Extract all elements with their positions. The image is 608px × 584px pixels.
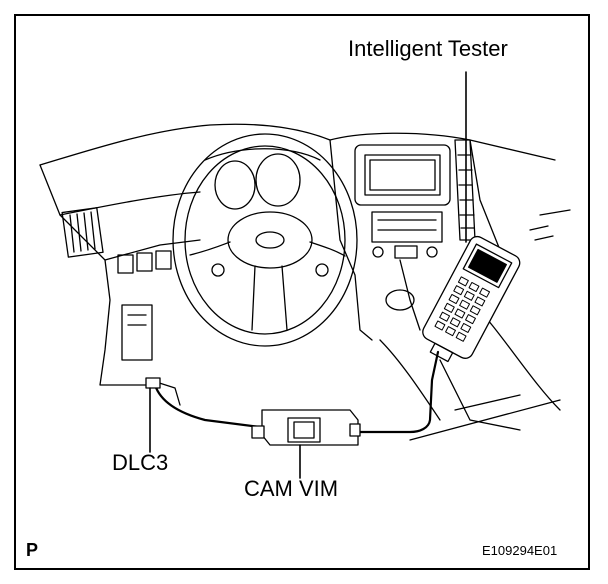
dlc3-label: DLC3 [112,450,169,475]
tester-label: Intelligent Tester [348,36,508,61]
dashboard-outline [39,123,571,441]
cable [153,350,440,434]
left-switch-panel [117,250,172,361]
door-panel-detail [454,225,554,411]
center-stack [354,144,451,259]
cam-vim-label: CAM VIM [244,476,339,501]
left-air-vent [61,207,104,258]
gear-shifter [385,259,421,331]
corner-mark: P [26,540,39,560]
intelligent-tester-device [422,235,521,363]
dlc3-connector [145,377,161,389]
cam-vim-unit [251,409,361,446]
figure-code: E109294E01 [482,543,558,558]
gauge-cluster [204,148,321,210]
steering-wheel [172,133,358,347]
